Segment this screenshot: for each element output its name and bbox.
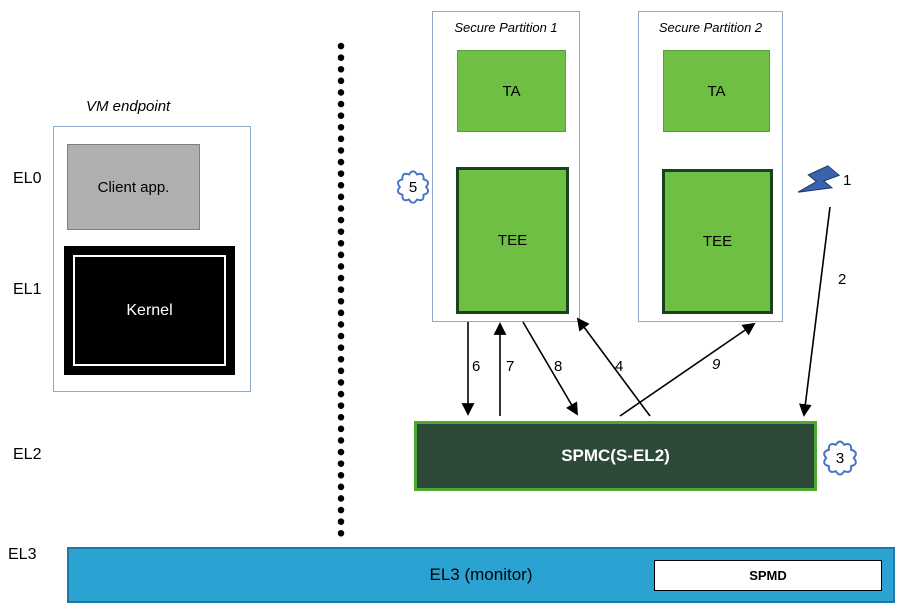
annotation-number-9: 9 [712,356,721,373]
arrow-8 [522,321,578,416]
client-app-box: Client app. [67,144,200,230]
spmc-label: SPMC(S-EL2) [561,446,670,465]
el2-label: EL2 [13,446,42,463]
cloud-annotation-3: 3 [820,437,860,479]
lightning-icon [790,155,846,211]
cloud-annotation-5: 5 [394,167,432,207]
ta-label-2: TA [707,82,726,100]
annotation-number-5: 5 [408,178,418,196]
annotation-number-3: 3 [835,449,845,467]
annotation-number-6: 6 [472,358,481,375]
tee-label-1: TEE [497,232,528,249]
arrow-9 [619,322,756,417]
kernel-box: Kernel [64,246,235,375]
spmd-label: SPMD [749,568,787,583]
arrow-2 [798,206,831,417]
secure-partition-1-title: Secure Partition 1 [454,20,558,35]
el1-label: EL1 [13,281,42,298]
ta-box-1: TA [457,50,566,132]
el3-label: EL3 [8,546,37,563]
annotation-number-2: 2 [838,271,847,288]
cloud-icon [397,170,429,204]
spmd-box: SPMD [654,560,882,591]
annotation-number-4: 4 [615,358,624,375]
vm-endpoint-title: VM endpoint [86,98,171,115]
kernel-inner-frame: Kernel [73,255,226,366]
el0-label: EL0 [13,170,42,187]
spmc-box: SPMC(S-EL2) [414,421,817,491]
tee-label-2: TEE [702,233,733,250]
client-app-label: Client app. [97,178,170,196]
tee-box-2: TEE [662,169,773,314]
annotation-number-7: 7 [506,358,515,375]
ta-box-2: TA [663,50,770,132]
tee-box-1: TEE [456,167,569,314]
annotation-number-1: 1 [843,172,852,189]
arrow-4 [576,317,651,417]
el3-monitor-label: EL3 (monitor) [429,565,533,584]
cloud-icon [823,440,857,476]
secure-partition-2-title: Secure Partition 2 [658,20,763,35]
annotation-number-8: 8 [554,358,563,375]
kernel-label: Kernel [126,301,173,319]
ta-label-1: TA [502,82,521,100]
